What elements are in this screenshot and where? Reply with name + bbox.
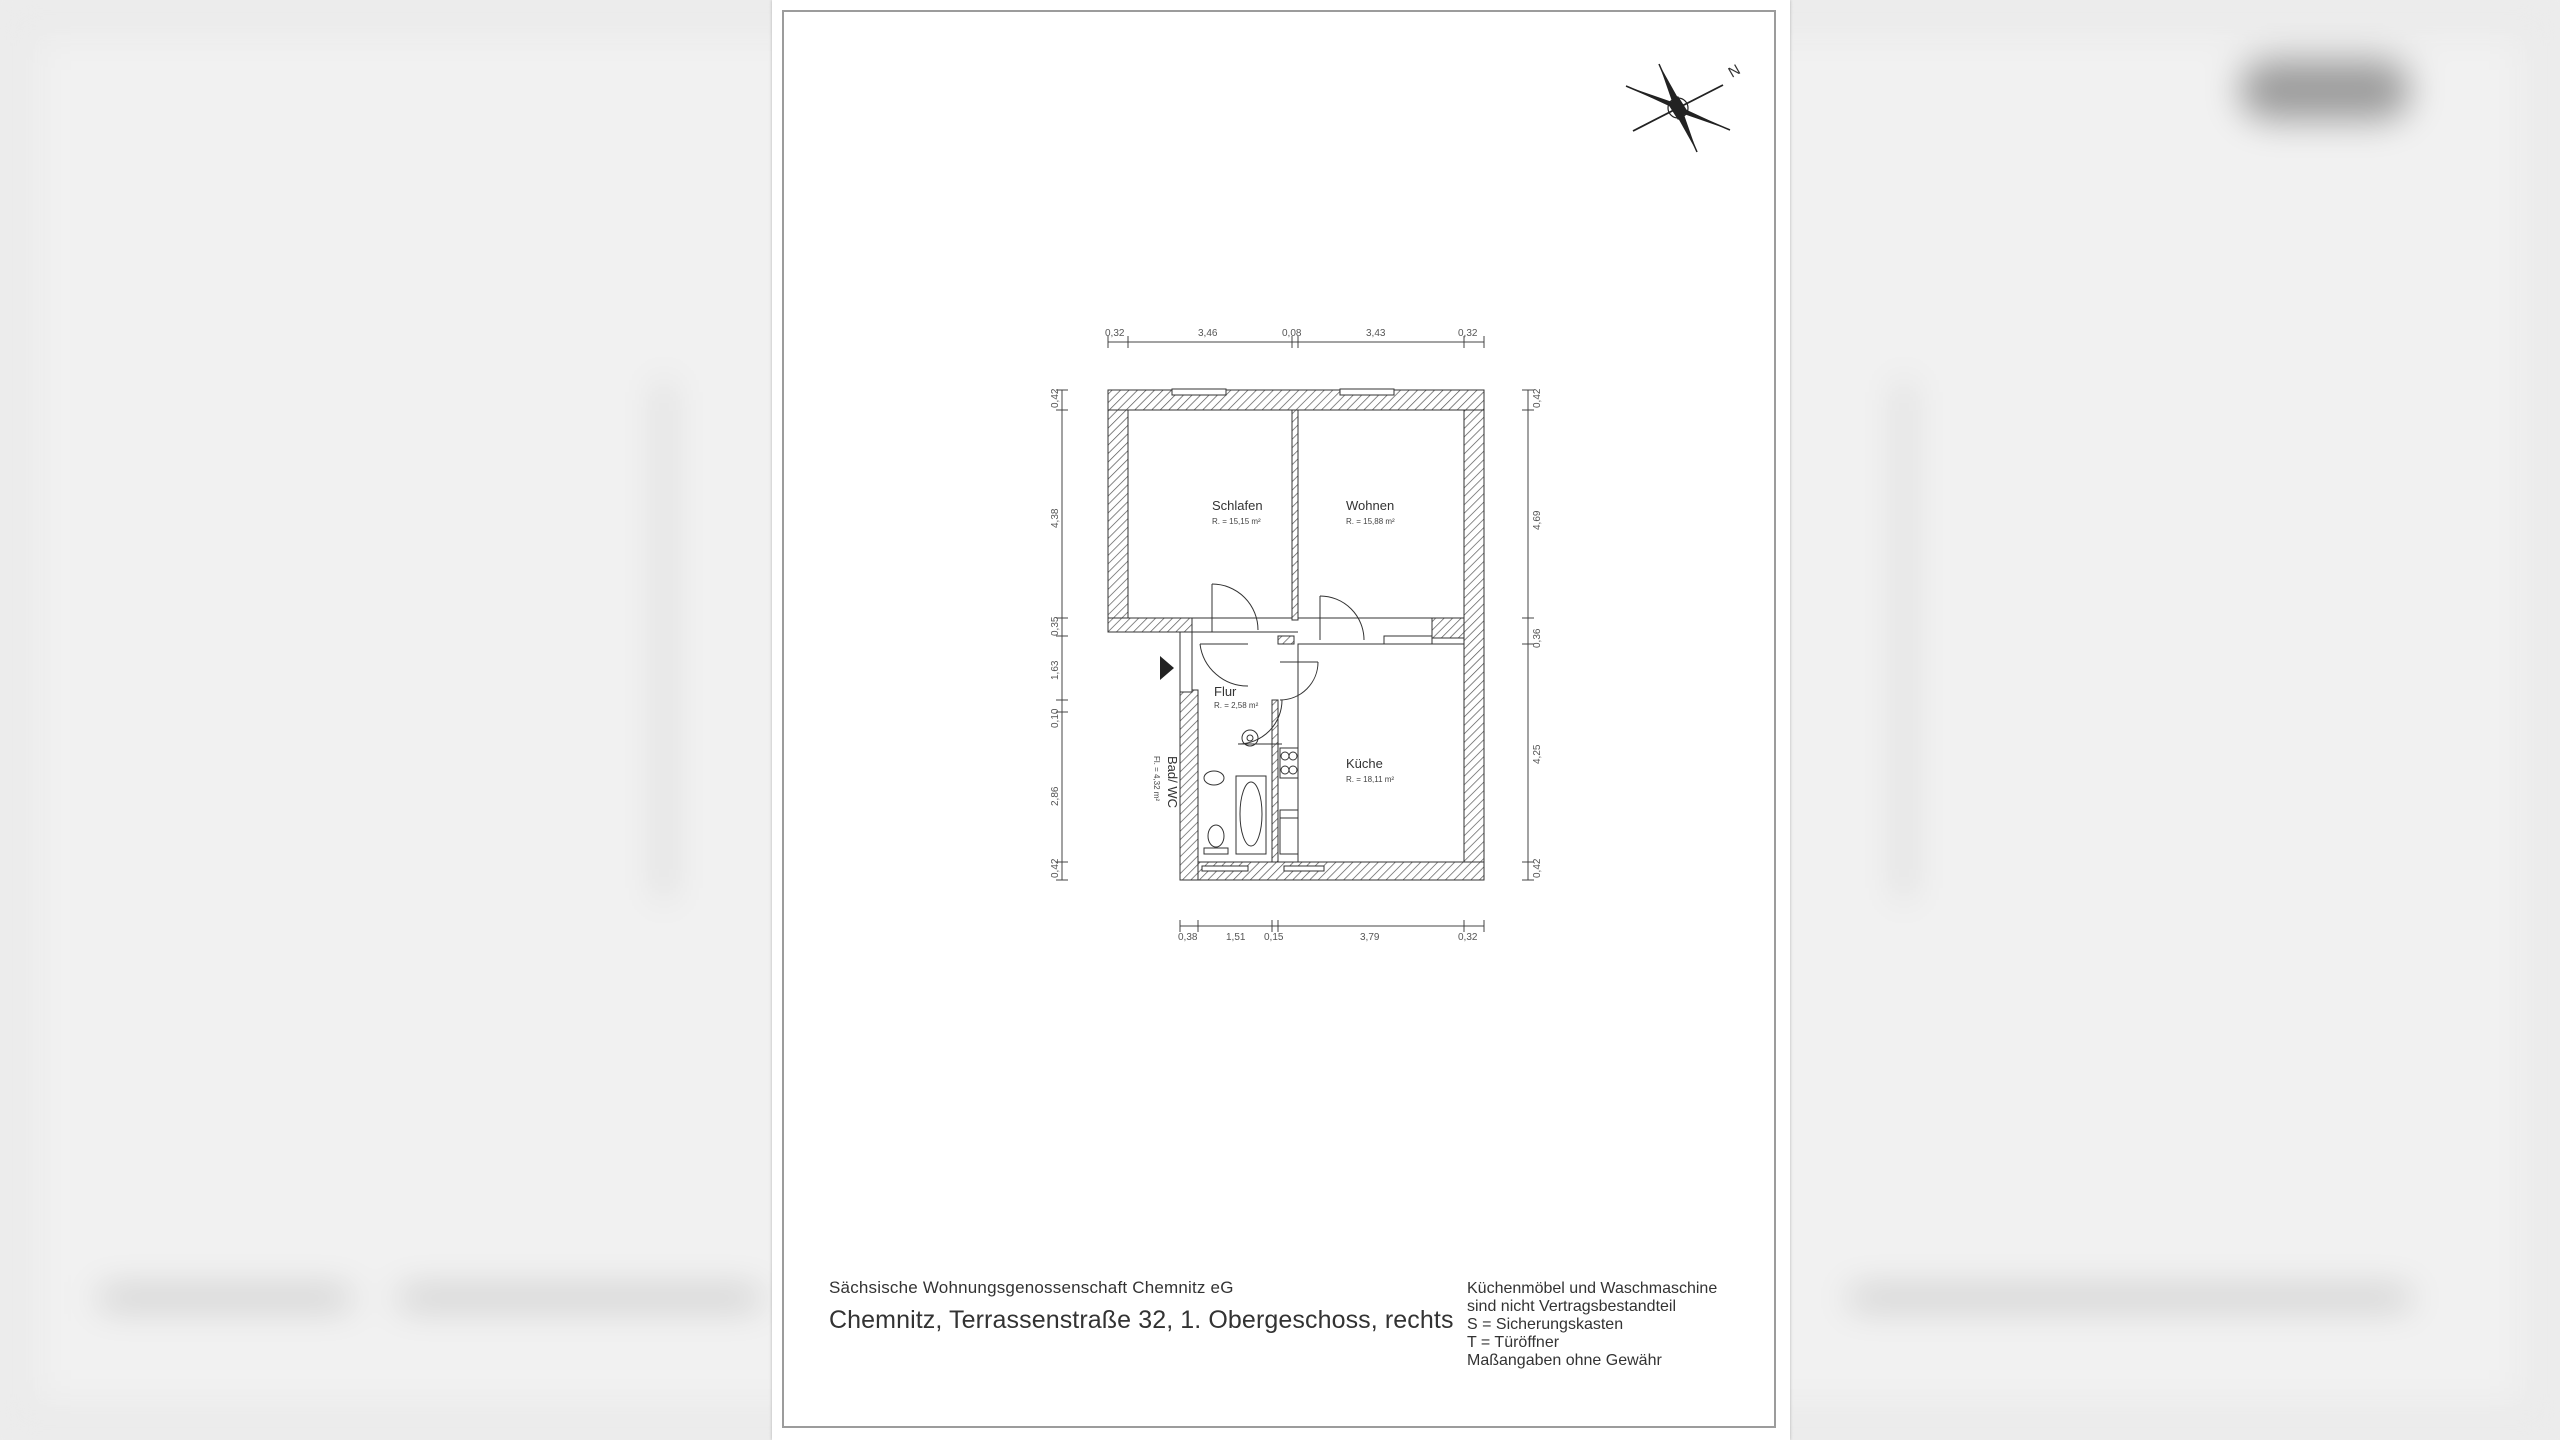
compass-icon [1625,63,1731,153]
dim-right-4: 4,25 [1532,744,1543,764]
note-line-1: Küchenmöbel und Waschmaschine [1467,1280,1718,1297]
note-line-4: T = Türöffner [1467,1334,1560,1351]
address-line: Chemnitz, Terrassenstraße 32, 1. Oberges… [829,1306,1454,1334]
dim-left-5: 0,10 [1050,708,1061,728]
dim-right-5: 0,42 [1532,858,1543,878]
room-area-bad: Fl. = 4,32 m² [1152,756,1161,801]
floor-plan-sheet: N [772,0,1790,1440]
dim-bottom-3: 0,15 [1264,932,1284,943]
note-line-3: S = Sicherungskasten [1467,1316,1624,1333]
floor-plan: N [1050,61,1744,943]
dim-left-7: 0,42 [1050,858,1061,878]
dim-right-2: 4,69 [1532,510,1543,530]
dim-top-4: 3,43 [1366,328,1386,339]
dim-left-4: 1,63 [1050,660,1061,680]
sheet-frame [782,10,1776,1428]
dim-left-2: 4,38 [1050,508,1061,528]
dim-top-3: 0,08 [1282,328,1302,339]
bath-fixtures [1203,729,1267,855]
room-area-wohnen: R. = 15,88 m² [1346,517,1395,526]
dim-top-2: 3,46 [1198,328,1218,339]
dim-right-1: 0,42 [1532,388,1543,408]
dim-left-3: 0,35 [1050,616,1061,636]
doors [1199,583,1365,745]
room-area-kueche: R. = 18,11 m² [1346,775,1394,784]
dim-bottom-1: 0,38 [1178,932,1198,943]
entrance-arrow-icon [1160,656,1174,680]
room-name-wohnen: Wohnen [1346,498,1394,513]
room-area-schlafen: R. = 15,15 m² [1212,517,1261,526]
note-line-5: Maßangaben ohne Gewähr [1467,1352,1662,1369]
dim-top-5: 0,32 [1458,328,1478,339]
footer-left: Sächsische Wohnungsgenossenschaft Chemni… [829,1278,1454,1335]
organization-name: Sächsische Wohnungsgenossenschaft Chemni… [829,1278,1234,1297]
room-area-flur: R. = 2,58 m² [1214,701,1259,710]
dimension-lines [1056,336,1534,932]
north-label: N [1726,61,1744,81]
room-name-schlafen: Schlafen [1212,498,1263,513]
kitchen-fixtures [1279,747,1299,855]
room-name-bad: Bad/ WC [1165,756,1180,808]
dim-bottom-4: 3,79 [1360,932,1380,943]
dim-bottom-2: 1,51 [1226,932,1246,943]
dim-bottom-5: 0,32 [1458,932,1478,943]
dim-top-1: 0,32 [1105,328,1125,339]
note-line-2: sind nicht Vertragsbestandteil [1467,1298,1677,1315]
room-name-flur: Flur [1214,684,1237,699]
dim-right-3: 0,36 [1532,628,1543,648]
dim-left-6: 2,86 [1050,786,1061,806]
footer-notes: Küchenmöbel und Waschmaschine sind nicht… [1467,1280,1787,1370]
room-name-kueche: Küche [1346,756,1383,771]
dim-left-1: 0,42 [1050,388,1061,408]
